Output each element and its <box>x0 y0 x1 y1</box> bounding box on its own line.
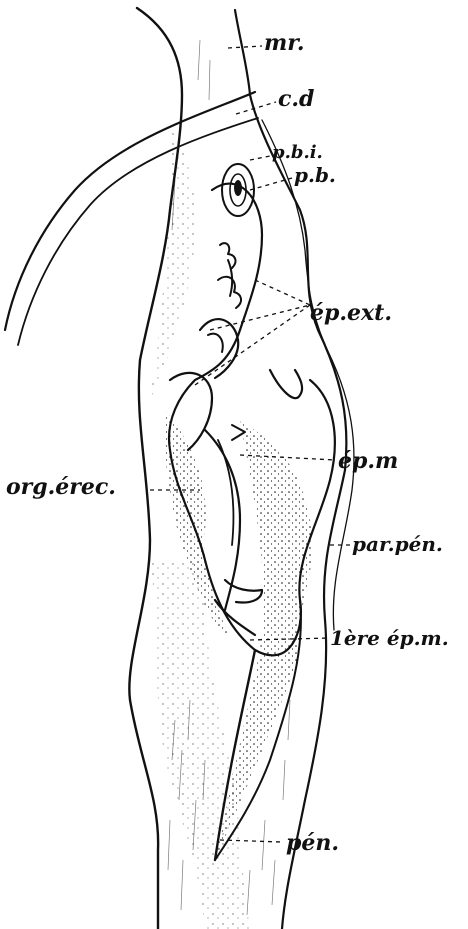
label-pen: pén. <box>286 830 339 856</box>
label-par-pen: par.pén. <box>352 532 443 556</box>
label-mr: mr. <box>264 30 305 56</box>
label-pbi: p.b.i. <box>272 142 323 163</box>
stippled-tissue <box>150 130 312 929</box>
label-cd: c.d <box>278 86 314 112</box>
penial-bulb <box>222 164 254 216</box>
label-org-erec: org.érec. <box>6 474 116 500</box>
canal-deferent-duct <box>5 92 258 345</box>
label-ep-ext: ép.ext. <box>310 300 392 326</box>
label-ire-ep-m: 1ère ép.m. <box>330 626 449 650</box>
label-ep-m: ép.m <box>338 448 398 474</box>
label-pb: p.b. <box>294 163 336 187</box>
labels: mr. c.d p.b.i. p.b. ép.ext. ép.m org.ére… <box>6 30 449 856</box>
